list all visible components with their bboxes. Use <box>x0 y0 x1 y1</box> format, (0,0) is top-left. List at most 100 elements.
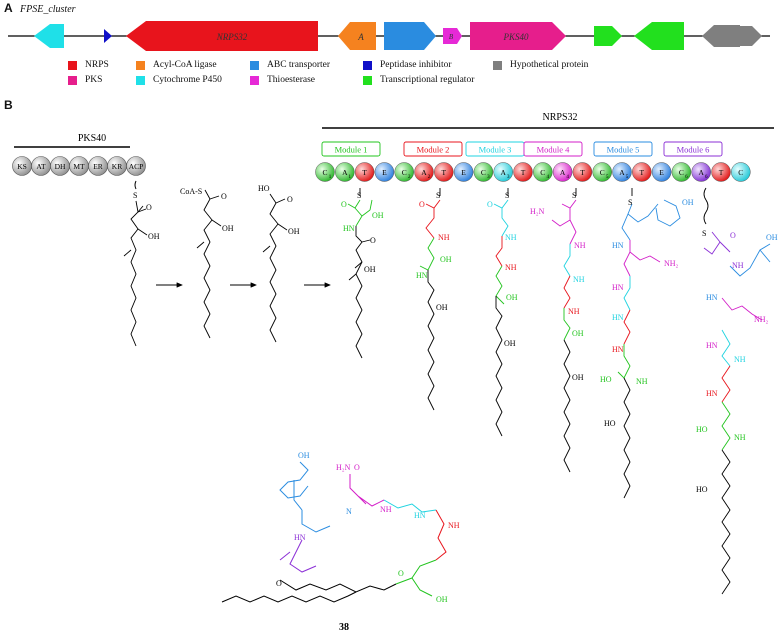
m6-nh: NH <box>732 261 744 270</box>
nrps-domain-bead <box>572 162 593 182</box>
nrps-domain-label: A <box>619 168 625 177</box>
gene-label-thio: B <box>449 33 454 41</box>
nrps-domain-subscript: 2 <box>428 175 431 180</box>
pks-domain-label: DH <box>55 162 66 171</box>
nrps-domain-label: A <box>421 168 427 177</box>
c38-h2n: H₂N <box>336 463 351 472</box>
module-label-text: Module 5 <box>607 145 640 155</box>
legend-item-pks: PKS <box>68 75 102 85</box>
module2-intermediate <box>419 188 441 411</box>
nrps-domain-subscript: 3 <box>507 175 510 180</box>
m6-hn3: HN <box>706 389 718 398</box>
m3-nh: NH <box>505 233 517 242</box>
module5-intermediate <box>617 188 681 499</box>
m4-oh2: OH <box>572 373 584 382</box>
m6-hn: HN <box>706 293 718 302</box>
intermediate-2-o: O <box>221 192 227 201</box>
nrps-domain-subscript: 4 <box>547 175 550 180</box>
module6-intermediate <box>703 187 771 595</box>
pks-domain-label: ACP <box>129 162 144 171</box>
module-label-box <box>321 141 381 157</box>
coa-intermediate <box>196 189 222 339</box>
panel-a-letter: A <box>4 1 13 15</box>
legend-swatch <box>363 60 372 70</box>
intermediate-3-ho: HO <box>258 184 270 193</box>
m6-s: S <box>702 229 706 238</box>
m5-ho: HO <box>600 375 612 384</box>
legend-swatch <box>68 60 77 70</box>
m2-o: O <box>419 200 425 209</box>
legend-swatch <box>363 75 372 85</box>
m5-nh2: NH₂ <box>664 259 679 268</box>
legend-item-peptidase-inhibitor: Peptidase inhibitor <box>363 60 452 70</box>
nrps-domain-bead <box>632 162 652 182</box>
m4-h2n: H₂N <box>530 207 545 216</box>
nrps-domain-label: A <box>698 168 704 177</box>
pks-bound-intermediate <box>123 200 148 347</box>
m4-nh2: NH <box>573 275 585 284</box>
pks-domain-label: KS <box>17 162 27 171</box>
legend-swatch <box>68 75 77 85</box>
m5-s: S <box>628 198 632 207</box>
m6-nh3: NH <box>734 355 746 364</box>
intermediate-3-oh: OH <box>288 227 300 236</box>
nrps-domain-bead <box>434 162 454 182</box>
c38-nh2: NH <box>448 521 460 530</box>
m5-hn: HN <box>612 241 624 250</box>
m5-nh3: NH <box>636 377 648 386</box>
legend-item-acyl-coa-ligase: Acyl-CoA ligase <box>136 60 217 70</box>
gene-abc-transporter <box>384 22 436 50</box>
nrps-domain-label: C <box>481 168 486 177</box>
nrps-domain-bead <box>453 162 474 182</box>
cluster-name: FPSE_cluster <box>20 4 76 15</box>
m5-hn3: HN <box>612 313 624 322</box>
nrps-domain-subscript: 1 <box>329 175 332 180</box>
nrps-domain-label: E <box>659 168 664 177</box>
compound-38-structure <box>221 461 447 603</box>
m4-nh3: NH <box>568 307 580 316</box>
module1-intermediate <box>347 188 373 359</box>
gene-acyl-coa-ligase <box>338 22 376 50</box>
nrps-domain-bead <box>671 162 692 182</box>
nrps-domain-subscript: 2 <box>408 175 411 180</box>
legend-item-abc-transporter: ABC transporter <box>250 60 330 70</box>
legend-swatch <box>250 75 259 85</box>
module-label-text: Module 4 <box>537 145 571 155</box>
m1-oh: OH <box>372 211 384 220</box>
nrps-domain-subscript: 5 <box>606 175 609 180</box>
gene-hypothetical-1 <box>702 25 740 47</box>
gene-hypothetical-2 <box>738 26 762 46</box>
module-label-box <box>593 141 653 157</box>
m5-oh: OH <box>682 198 694 207</box>
nrps-domain-bead <box>651 162 672 182</box>
legend-swatch <box>250 60 259 70</box>
module-label-box <box>403 141 463 157</box>
intermediate-1-oh: OH <box>148 232 160 241</box>
m2-oh2: OH <box>436 303 448 312</box>
nrps-domain-subscript: 4 <box>566 175 569 180</box>
nrps-domain-subscript: 6 <box>685 175 688 180</box>
nrps-domain-bead <box>354 162 375 182</box>
nrps-domain-bead <box>315 162 335 182</box>
legend-swatch <box>136 60 145 70</box>
legend-swatch <box>136 75 145 85</box>
nrps-domain-label: T <box>580 168 585 177</box>
m3-o: O <box>487 200 493 209</box>
pks-domain-label: MT <box>73 162 85 171</box>
gene-cluster-map: NRPS32 A B PKS40 <box>8 21 770 51</box>
nrps-domain-subscript: 6 <box>705 175 708 180</box>
c38-nh: NH <box>380 505 392 514</box>
compound-number: 38 <box>339 622 349 633</box>
nrps-domain-subscript: 5 <box>626 175 629 180</box>
nrps-domain-label: E <box>382 168 387 177</box>
gene-regulator-1 <box>594 26 622 46</box>
nrps-domain-label: C <box>679 168 684 177</box>
pks-domain-label: AT <box>36 162 46 171</box>
c38-hn2: HN <box>294 533 306 542</box>
nrps-domain-label: T <box>521 168 526 177</box>
legend-swatch <box>493 60 502 70</box>
nrps-domain-bead <box>493 162 513 182</box>
